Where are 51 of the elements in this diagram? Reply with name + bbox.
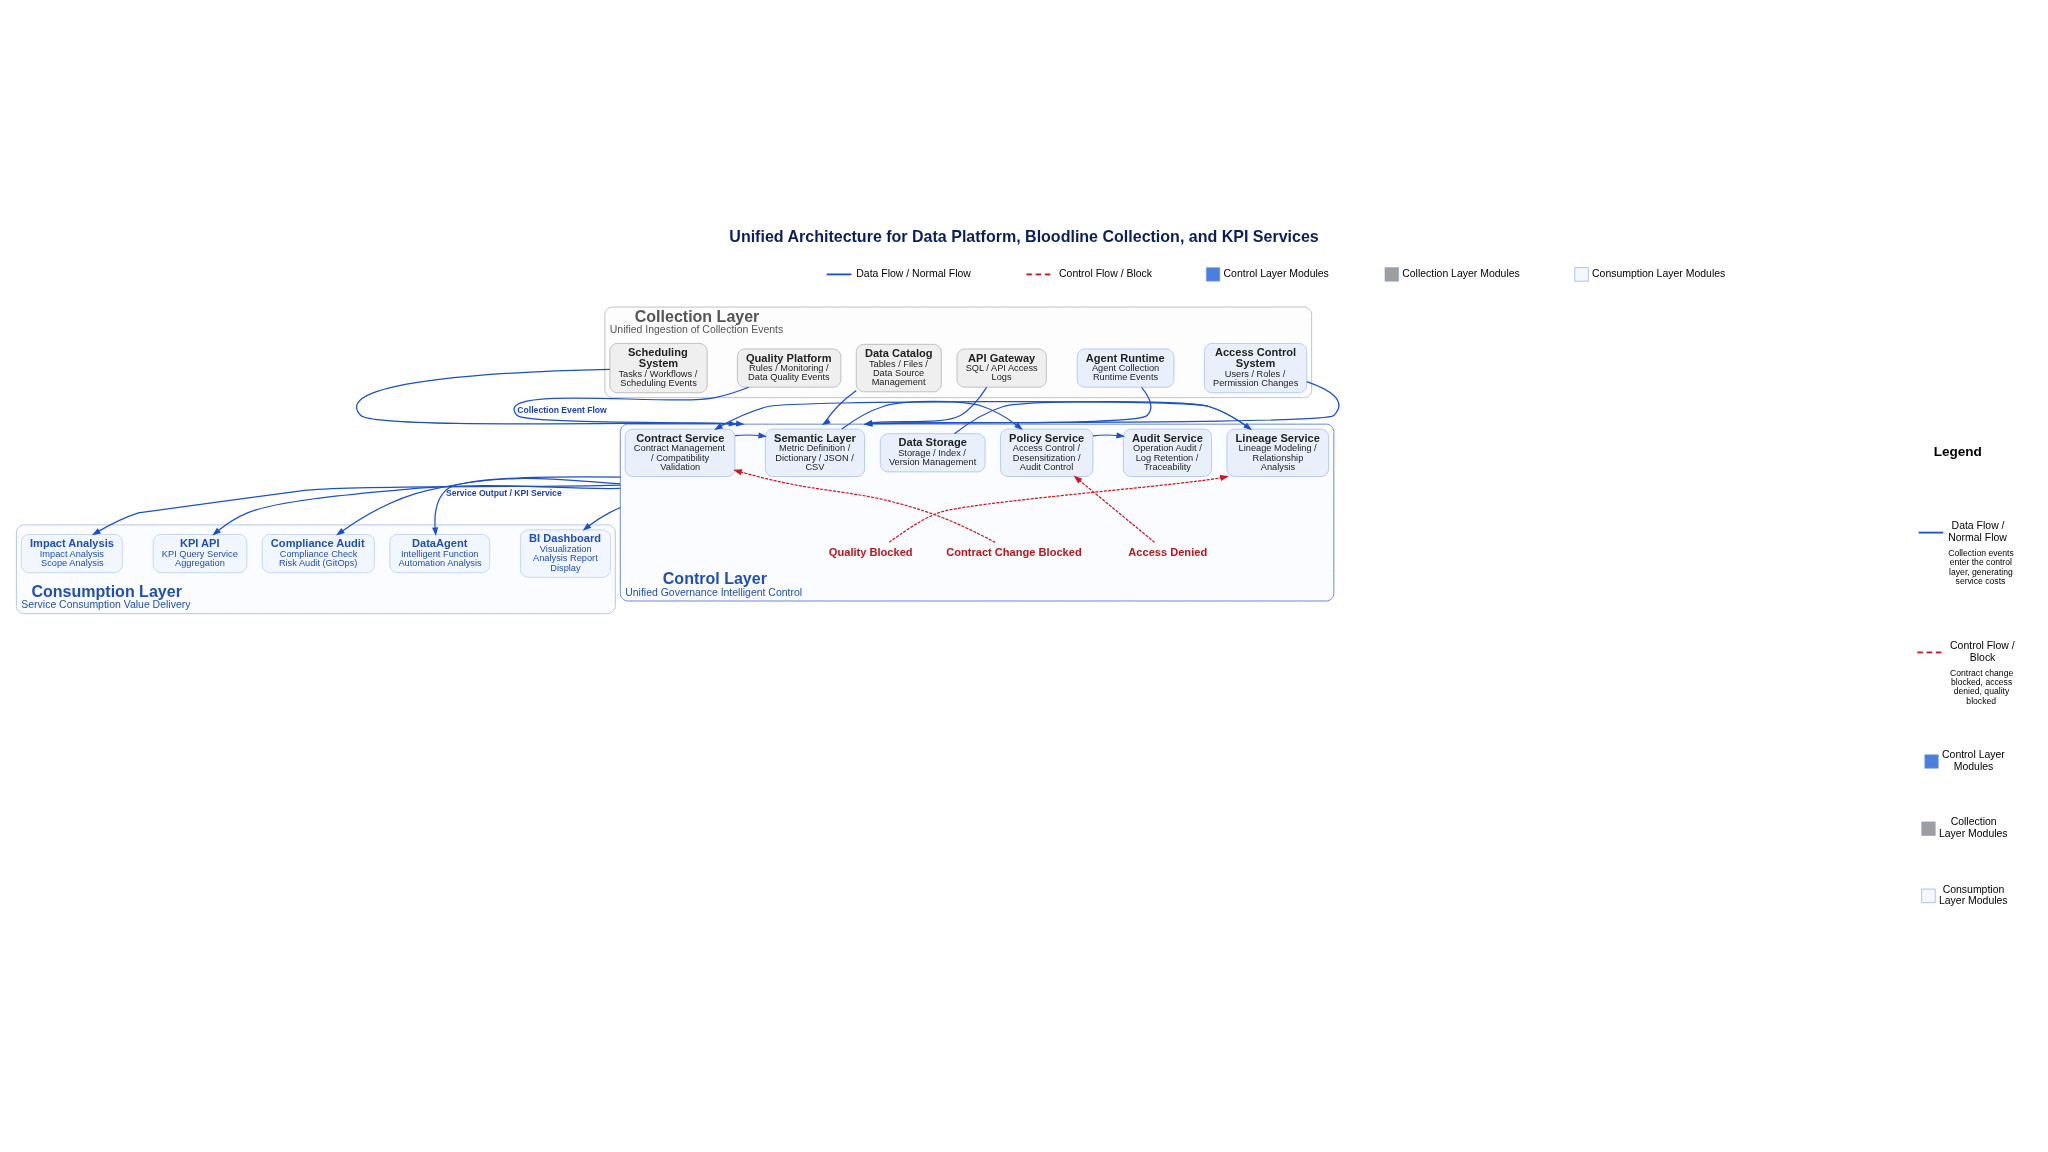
arrow (734, 431, 767, 438)
node-box: API Gateway SQL / API Access Logs (956, 348, 1047, 387)
node-box: Semantic Layer Metric Definition / Dictionary / JSON / CSV (764, 428, 865, 477)
node-box: Contract Service Contract Management / Compatibility Validation (624, 428, 735, 477)
arrow (431, 475, 621, 536)
diagram-title: Unified Architecture for Data Platform, Bloodline Collection, and KPI Services (728, 226, 1319, 245)
node-box: Quality Platform Rules / Monitoring / Data Quality Events (736, 348, 841, 387)
arrow (211, 484, 621, 536)
arrow (1091, 431, 1125, 438)
node-box: Data Storage Storage / Index / Version Management (879, 432, 985, 472)
legend-label: Control Flow / Block (1949, 639, 2015, 663)
arrow (863, 386, 987, 426)
node-box: Agent Runtime Agent Collection Runtime Events (1076, 348, 1174, 387)
node-box: BI Dashboard Visualization Analysis Report Display (519, 529, 611, 578)
edge-label: Service Output / KPI Service (445, 487, 562, 498)
node-box: Data Catalog Tables / Files / Data Source Management (855, 343, 942, 392)
node-box: Lineage Service Lineage Modeling / Relationship Analysis (1226, 428, 1329, 477)
node-box: DataAgent Intelligent Function Automation Analysis (389, 533, 490, 573)
legend-label: Control Layer Modules (1941, 748, 2005, 772)
legend-label: Consumption Layer Modules (1938, 883, 2008, 906)
node-text: Access Denied (1127, 545, 1207, 558)
legend-label: Control Flow / Block (1058, 267, 1152, 279)
node-box: Policy Service Access Control / Desensitization / Audit Control (999, 428, 1093, 477)
arrow (91, 483, 621, 535)
node-text: Contract Change Blocked (945, 545, 1082, 558)
label: Collection events enter the control layer, generating service costs (1947, 547, 2014, 586)
node-box: Access Control System Users / Roles / Permission Changes (1203, 342, 1307, 393)
label: Legend (1933, 443, 1982, 459)
legend-label: Data Flow / Normal Flow (855, 267, 971, 279)
node-box: Impact Analysis Impact Analysis Scope Analysis (20, 533, 123, 573)
node-text: Quality Blocked (828, 545, 913, 558)
arrow (732, 468, 996, 543)
arrow (1073, 475, 1155, 543)
edge-label: Collection Event Flow (516, 404, 607, 415)
arrow (582, 506, 621, 531)
arrow (335, 477, 621, 535)
legend-label: Collection Layer Modules (1938, 815, 2008, 839)
legend-label: Consumption Layer Modules (1591, 267, 1725, 279)
arrow (888, 474, 1229, 543)
arrow (840, 400, 1023, 430)
node-box: Audit Service Operation Audit / Log Retention / Traceability (1122, 428, 1212, 477)
legend-label: Collection Layer Modules (1401, 267, 1520, 279)
node-box: Scheduling System Tasks / Workflows / Scheduling Events (609, 342, 707, 393)
node-box: KPI API KPI Query Service Aggregation (152, 533, 247, 573)
arrow (821, 389, 857, 425)
label: Contract change blocked, access denied, quality blocked (1949, 667, 2013, 706)
arrow (863, 386, 1152, 426)
arrow (863, 380, 1340, 427)
legend-label: Control Layer Modules (1223, 267, 1329, 279)
legend-label: Data Flow / Normal Flow (1947, 519, 2007, 543)
node-box: Compliance Audit Compliance Check Risk Audit (GitOps) (261, 533, 375, 573)
